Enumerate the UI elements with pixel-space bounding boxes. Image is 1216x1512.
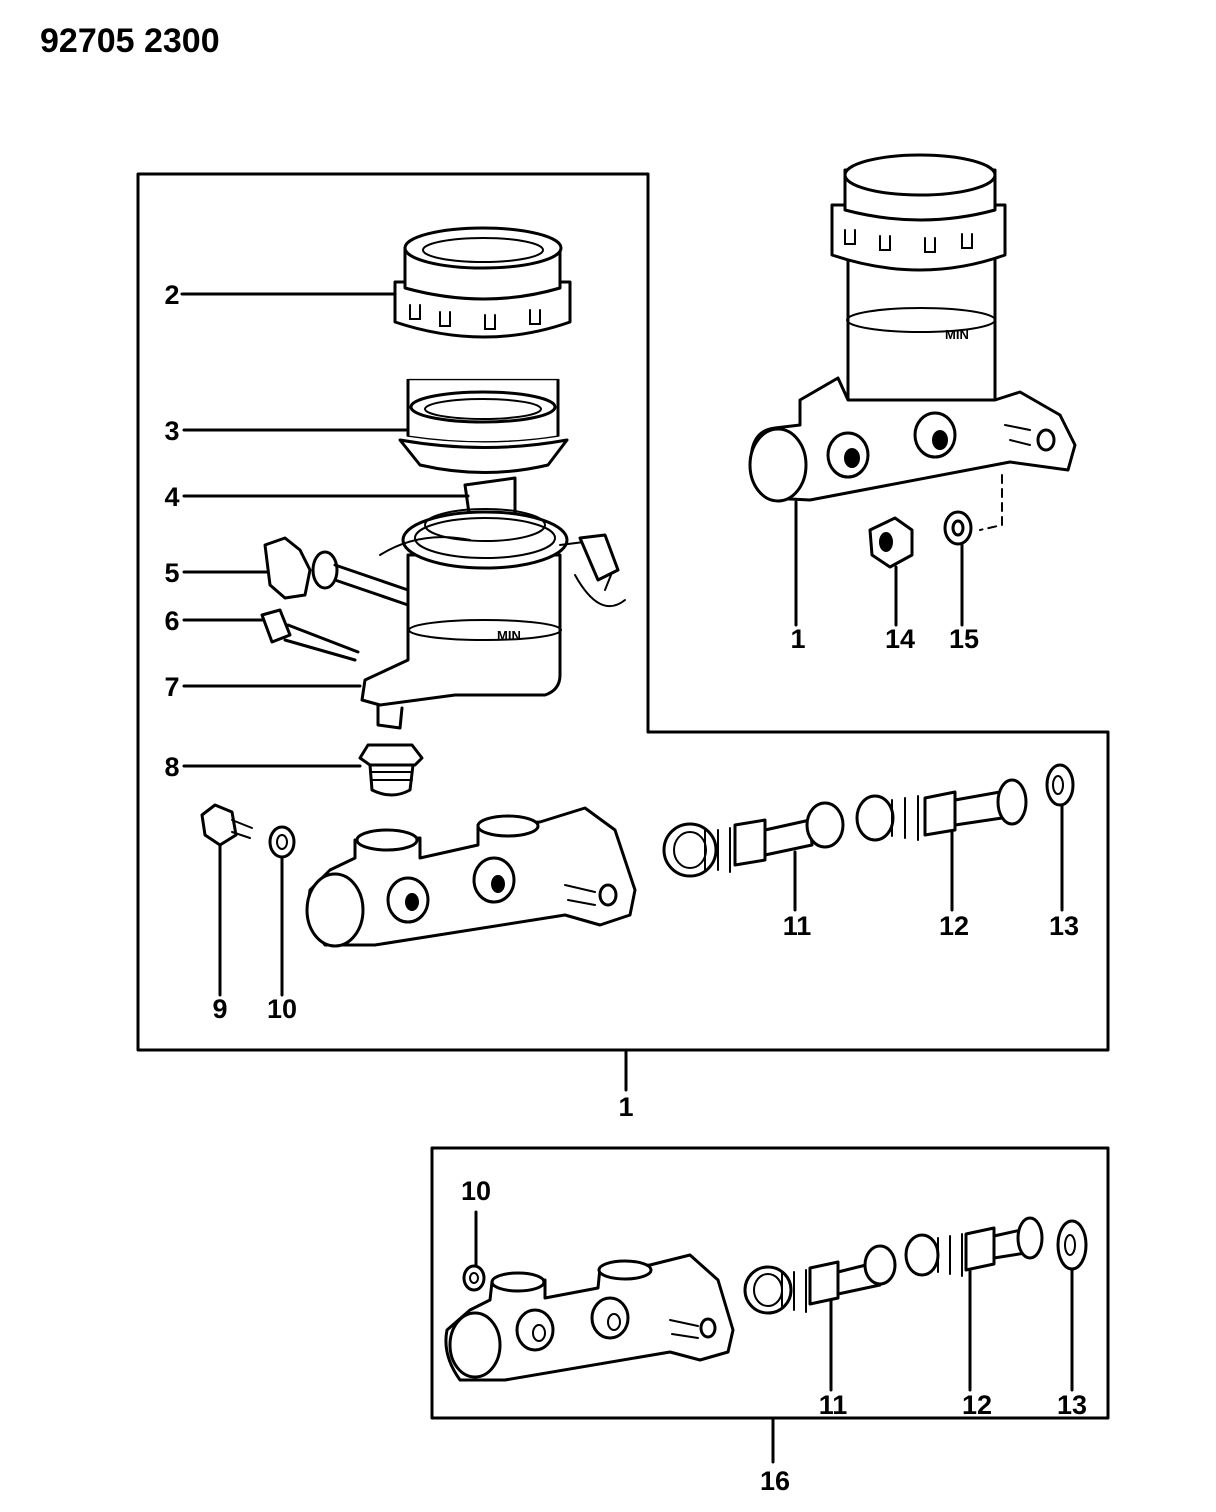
part-2-reservoir-cap — [180, 226, 572, 339]
kit-part-10-seal — [462, 1210, 486, 1292]
part-15-washer — [943, 510, 973, 627]
callout-10: 10 — [267, 994, 297, 1024]
callout-10-kit: 10 — [461, 1176, 491, 1206]
callout-5: 5 — [164, 558, 179, 588]
callout-16: 16 — [760, 1466, 790, 1496]
callout-14: 14 — [885, 624, 915, 654]
master-cylinder-body — [305, 806, 637, 948]
callout-13: 13 — [1049, 911, 1079, 941]
callout-2: 2 — [164, 280, 179, 310]
kit-part-12-piston — [904, 1216, 1044, 1392]
callout-7: 7 — [164, 672, 179, 702]
callout-12: 12 — [939, 911, 969, 941]
part-13-snap-ring — [1045, 763, 1075, 912]
document-code: 92705 2300 — [40, 22, 220, 60]
callout-3: 3 — [164, 416, 179, 446]
callout-11: 11 — [783, 911, 812, 941]
callout-1-group: 1 — [618, 1092, 633, 1122]
kit-cylinder-body — [444, 1253, 735, 1382]
part-5-level-sensor — [182, 533, 626, 608]
part-6-bolt — [182, 608, 360, 662]
min-mark: MIN — [497, 628, 521, 643]
callout-11-kit: 11 — [819, 1390, 848, 1420]
callout-9: 9 — [212, 994, 227, 1024]
part-3-diaphragm — [182, 378, 569, 474]
callout-13-kit: 13 — [1057, 1390, 1087, 1420]
kit-frame — [430, 1146, 1110, 1420]
kit-part-11-piston — [743, 1244, 897, 1392]
callout-12-kit: 12 — [962, 1390, 992, 1420]
part-14-nut — [868, 516, 914, 627]
assembly-frame — [136, 172, 1110, 1052]
kit-part-13-snap-ring — [1056, 1219, 1088, 1392]
callout-1-top: 1 — [790, 624, 805, 654]
master-cylinder-assembled: MIN — [748, 153, 1077, 627]
callout-4: 4 — [164, 482, 179, 512]
part-11-secondary-piston — [662, 801, 845, 912]
part-7-reservoir: MIN — [182, 508, 569, 730]
part-8-grommet — [182, 743, 424, 797]
part-10-seal — [268, 825, 296, 997]
callout-8: 8 — [164, 752, 179, 782]
part-12-primary-piston — [855, 778, 1028, 912]
callout-6: 6 — [164, 606, 179, 636]
min-mark-top: MIN — [945, 327, 969, 342]
part-9-bleeder — [200, 803, 253, 997]
callout-15: 15 — [949, 624, 979, 654]
